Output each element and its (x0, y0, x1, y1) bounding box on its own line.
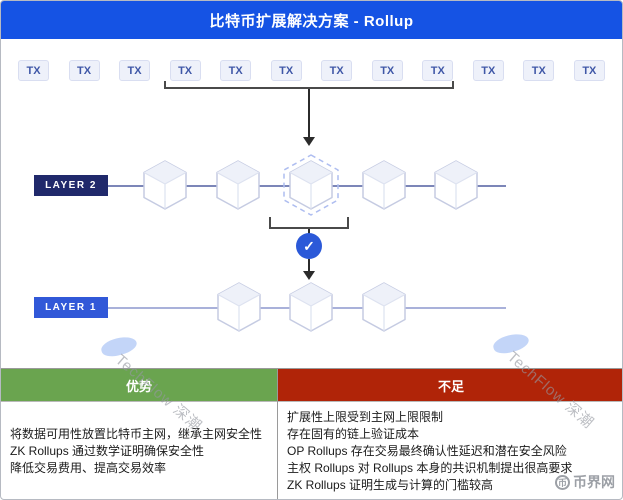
block-cube-icon (143, 160, 187, 210)
tx-group-bracket (164, 81, 454, 89)
block-cube-icon (217, 282, 261, 332)
arrow-down-icon (303, 137, 315, 146)
highlight-dashed-outline (283, 154, 339, 216)
tx-box: TX (220, 60, 252, 81)
block-cube-icon (362, 282, 406, 332)
tx-box: TX (68, 60, 100, 81)
disadvantage-item: 扩展性上限受到主网上限限制 (287, 409, 444, 424)
advantage-item: 将数据可用性放置比特币主网，继承主网安全性 (10, 426, 263, 441)
layer1-label: LAYER 1 (34, 297, 108, 318)
brand-logo: 币 币界网 (555, 472, 615, 492)
tx-box: TX (472, 60, 504, 81)
advantage-item: 降低交易费用、提高交易效率 (10, 460, 167, 475)
disadvantage-item: ZK Rollups 证明生成与计算的门槛较高 (287, 477, 494, 492)
tx-box: TX (18, 60, 49, 81)
block-bracket (269, 217, 349, 229)
arrow-down-icon (303, 271, 315, 280)
table-top-border (1, 368, 622, 369)
arrow-line (308, 229, 310, 235)
disadvantage-item: 主权 Rollups 对 Rollups 本身的共识机制提出很高要求 (287, 460, 573, 475)
table-column-divider (277, 369, 278, 499)
block-cube-icon-highlighted (289, 160, 333, 210)
check-icon: ✓ (296, 233, 322, 259)
disadvantage-item: 存在固有的链上验证成本 (287, 426, 420, 441)
block-cube-icon (434, 160, 478, 210)
tx-box: TX (422, 60, 454, 81)
tx-box: TX (321, 60, 353, 81)
arrow-line (308, 89, 310, 138)
tx-box: TX (573, 60, 605, 81)
table-header-border (1, 401, 622, 402)
advantages-cell: 将数据可用性放置比特币主网，继承主网安全性 ZK Rollups 通过数学证明确… (1, 402, 277, 499)
tx-row: TX TX TX TX TX TX TX TX TX TX TX TX (18, 60, 605, 81)
arrow-line (308, 259, 310, 272)
advantage-item: ZK Rollups 通过数学证明确保安全性 (10, 443, 205, 458)
block-cube-icon (216, 160, 260, 210)
brand-coin-icon: 币 (555, 474, 570, 490)
tx-box: TX (169, 60, 201, 81)
tx-box: TX (371, 60, 403, 81)
tx-box: TX (119, 60, 151, 81)
disadvantages-header: 不足 (278, 369, 622, 401)
tx-box: TX (270, 60, 302, 81)
page-title: 比特币扩展解决方案 - Rollup (1, 1, 622, 39)
layer1-chain-line (61, 307, 506, 309)
brand-name: 币界网 (573, 474, 615, 490)
block-cube-icon (362, 160, 406, 210)
tx-box: TX (523, 60, 555, 81)
layer2-label: LAYER 2 (34, 175, 108, 196)
disadvantages-cell: 扩展性上限受到主网上限限制 存在固有的链上验证成本 OP Rollups 存在交… (278, 402, 622, 499)
advantages-header: 优势 (1, 369, 277, 401)
block-cube-icon (289, 282, 333, 332)
disadvantage-item: OP Rollups 存在交易最终确认性延迟和潜在安全风险 (287, 443, 567, 458)
